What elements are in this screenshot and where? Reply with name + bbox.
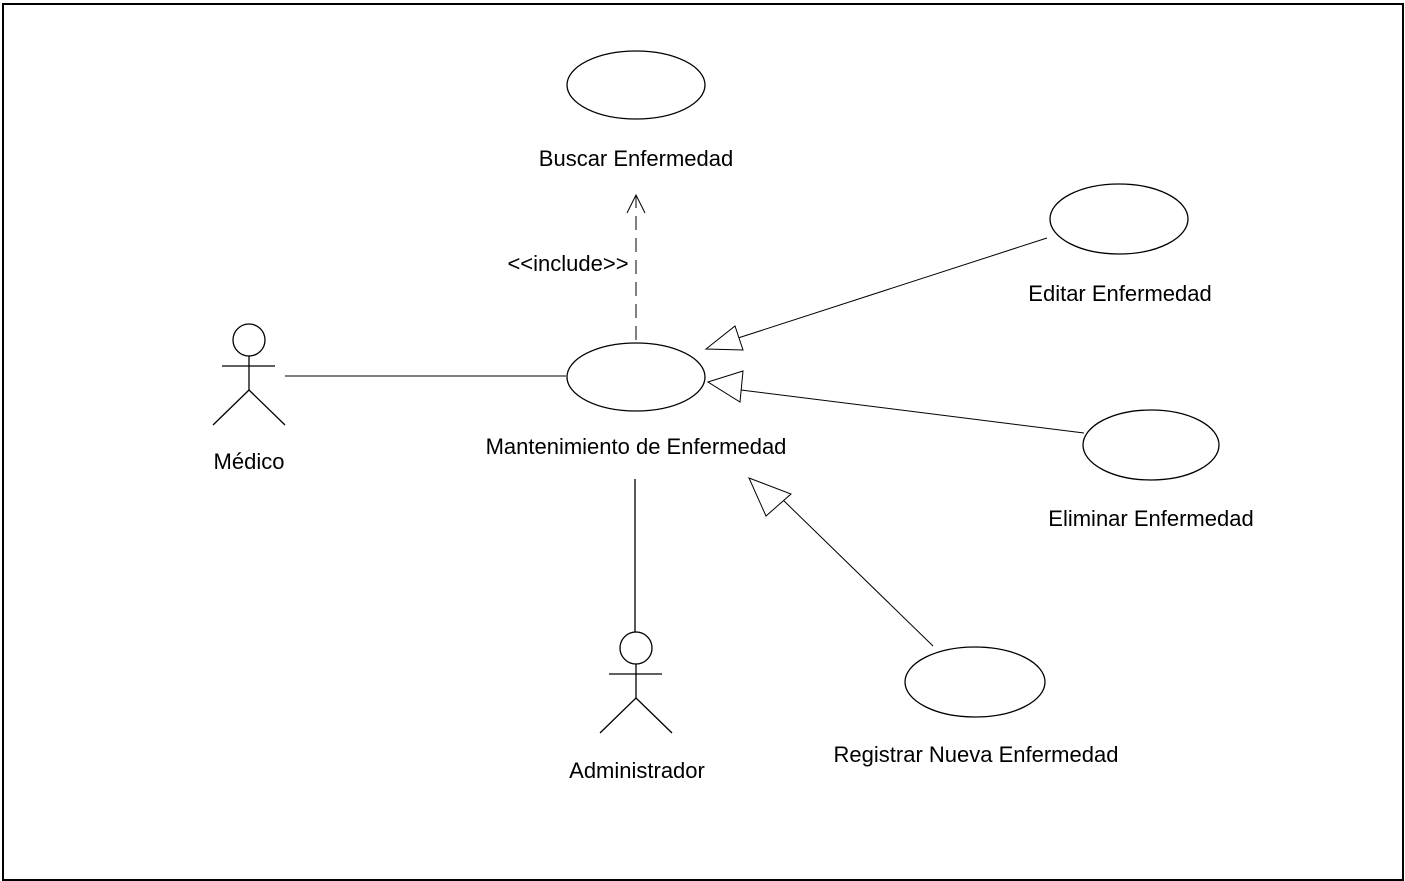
actor-administrador-icon[interactable] [599, 631, 673, 734]
generalization-editar-line [734, 237, 1048, 340]
actor-medico-label: Médico [214, 449, 285, 474]
generalization-registrar-line [780, 497, 934, 647]
use-case-buscar-label: Buscar Enfermedad [539, 146, 733, 171]
generalization-eliminar-line [740, 389, 1085, 434]
include-stereotype-label: <<include>> [507, 251, 628, 276]
use-case-editar-label: Editar Enfermedad [1028, 281, 1211, 306]
use-case-mantenimiento-ellipse[interactable] [566, 342, 706, 412]
use-case-registrar-label: Registrar Nueva Enfermedad [834, 742, 1119, 767]
use-case-mantenimiento-label: Mantenimiento de Enfermedad [486, 434, 787, 459]
actor-medico-icon[interactable] [212, 323, 286, 426]
actor-administrador-label: Administrador [569, 758, 705, 783]
generalization-registrar-arrowhead [748, 477, 792, 517]
generalization-editar-arrowhead [704, 325, 744, 351]
use-case-eliminar-label: Eliminar Enfermedad [1048, 506, 1253, 531]
use-case-registrar-ellipse[interactable] [904, 646, 1046, 718]
generalization-eliminar-arrowhead [706, 370, 744, 403]
use-case-buscar-ellipse[interactable] [566, 50, 706, 120]
use-case-editar-ellipse[interactable] [1049, 183, 1189, 255]
use-case-eliminar-ellipse[interactable] [1082, 409, 1220, 481]
diagram-frame [2, 3, 1404, 881]
include-arrowhead [626, 193, 646, 214]
